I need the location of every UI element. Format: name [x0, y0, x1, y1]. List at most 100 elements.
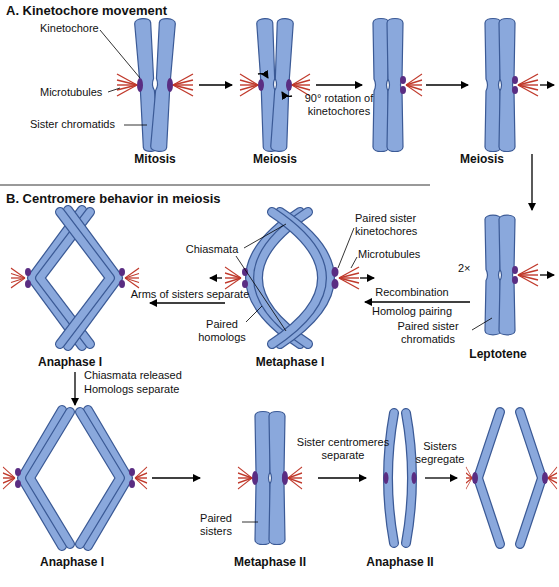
chromatid	[271, 18, 294, 152]
segregated-sisters	[466, 412, 557, 544]
arrow-label: Chiasmata released	[84, 369, 214, 382]
part-label: Sister chromatids	[30, 118, 140, 131]
flow-arrow	[199, 84, 232, 85]
chromatid	[485, 19, 501, 152]
kinetochore	[15, 480, 21, 488]
pull-arrow	[360, 277, 374, 278]
kinetochore	[512, 76, 518, 84]
kinetochore	[512, 86, 518, 94]
microtubule-fan	[3, 467, 15, 489]
panel-heading: A. Kinetochore movement	[6, 3, 266, 18]
kinetochore	[400, 86, 406, 94]
kinetochore	[286, 79, 292, 91]
arrow-label: Recombination	[362, 286, 462, 299]
microtubule-fan	[518, 74, 538, 96]
anaphase-one-bivalent	[11, 210, 139, 346]
kinetochore	[384, 472, 389, 484]
chromatid	[80, 412, 120, 544]
microtubule-fan	[238, 467, 252, 489]
chromatid	[30, 412, 70, 544]
stage-caption: Metaphase I	[240, 355, 340, 369]
pull-arrow	[540, 274, 554, 275]
anaphase-one-homologs	[3, 410, 147, 546]
arrow-label: Homolog pairing	[362, 305, 462, 318]
stage-caption: Meiosis	[230, 152, 320, 166]
flow-arrow	[318, 477, 366, 478]
panel-divider	[0, 185, 430, 186]
kinetochore	[252, 471, 258, 485]
part-label: Paired sisters	[189, 512, 243, 538]
flow-arrow	[74, 372, 75, 405]
arrow-label: Homologs separate	[84, 383, 214, 396]
leader-line	[108, 88, 120, 92]
microtubule-fan	[117, 74, 137, 96]
chromatid	[388, 413, 394, 543]
flow-arrow	[152, 477, 200, 478]
kinetochore	[119, 280, 125, 288]
leader-line	[338, 228, 354, 268]
kinetochore	[129, 468, 135, 476]
flow-arrow	[365, 301, 470, 302]
part-label: Kinetochore	[40, 22, 120, 35]
panel-heading: B. Centromere behavior in meiosis	[6, 191, 326, 206]
microtubule-fan	[339, 267, 359, 289]
kinetochore	[258, 79, 264, 91]
leader-line	[100, 30, 140, 78]
kinetochore	[129, 480, 135, 488]
microtubule-fan	[135, 467, 147, 489]
kinetochore	[282, 471, 288, 485]
microtubule-fan	[288, 467, 302, 489]
part-label: Chiasmata	[177, 243, 247, 256]
meiosis-chromosome	[373, 19, 422, 152]
stage-caption: Meiosis	[437, 152, 527, 166]
chromatid	[272, 212, 322, 344]
stage-caption: Anaphase II	[350, 555, 450, 569]
part-label: Microtubules	[358, 248, 438, 261]
rotation-arrow	[258, 74, 268, 78]
flow-arrow	[316, 84, 362, 85]
leader-line	[351, 257, 357, 268]
part-label: Paired homologs	[192, 318, 252, 344]
chromatid	[406, 413, 412, 543]
leader-line	[246, 306, 262, 322]
kinetochore	[25, 268, 31, 276]
leader-line	[242, 522, 258, 523]
microtubule-fan	[518, 264, 538, 286]
chromatid	[373, 19, 389, 152]
flow-arrow	[150, 302, 225, 303]
microtubule-fan	[11, 268, 25, 288]
kinetochore	[137, 78, 143, 92]
stage-caption: Anaphase I	[20, 355, 120, 369]
chromatid	[387, 19, 403, 152]
stage-caption: Mitosis	[110, 152, 200, 166]
arrow-label: 90° rotation of kinetochores	[297, 92, 381, 118]
kinetochore	[25, 280, 31, 288]
chromatid	[388, 413, 394, 543]
leptotene-chromosome	[485, 215, 554, 335]
arrow-label: Sisters segregate	[410, 440, 470, 466]
leader-line	[244, 224, 286, 248]
kinetochore	[542, 472, 548, 484]
kinetochore	[512, 266, 518, 274]
microtubule-fan	[173, 74, 193, 96]
chromatid	[478, 412, 500, 544]
kinetochore	[119, 268, 125, 276]
stage-caption: Leptotene	[448, 347, 548, 361]
mitosis-chromosome	[117, 18, 193, 152]
metaphase-two-chromosome	[238, 412, 302, 545]
meiosis-chromosome	[240, 18, 310, 152]
arrow-label: Sister centromeres separate	[288, 436, 398, 462]
flow-arrow	[531, 154, 532, 210]
kinetochore	[332, 267, 339, 277]
flow-arrow	[425, 477, 457, 478]
chromatid	[80, 412, 120, 544]
chromatid	[499, 215, 515, 335]
part-label: Paired sister chromatids	[383, 320, 473, 346]
kinetochore	[332, 279, 339, 289]
part-label: Paired sister kinetochores	[355, 212, 435, 238]
chromatid	[406, 413, 412, 543]
microtubule-fan	[225, 267, 241, 289]
multiplier-label: 2×	[458, 262, 482, 275]
kinetochore	[242, 280, 248, 288]
